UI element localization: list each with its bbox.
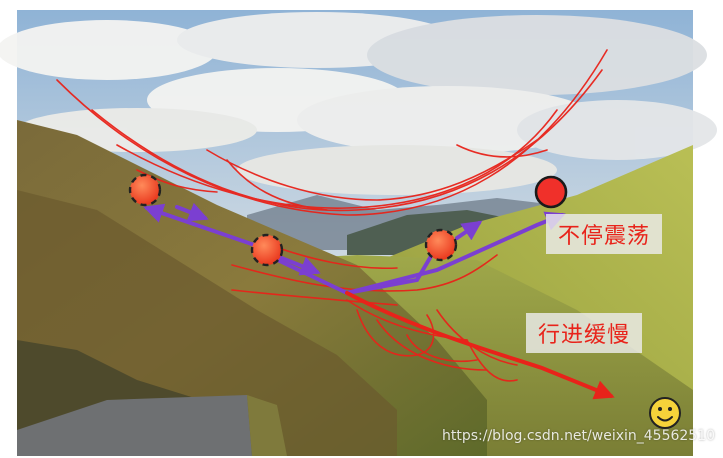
valley-image-frame: 不停震荡 行进缓慢 https://blog.csdn.net/weixin_4…: [0, 10, 717, 456]
road-verge: [247, 395, 287, 456]
contour-scribbles: [56, 49, 608, 382]
slow-progress-label: 行进缓慢: [526, 313, 643, 353]
road: [17, 395, 252, 456]
smiley-icon: [649, 397, 681, 429]
ball-positions: [128, 173, 568, 267]
watermark-text: https://blog.csdn.net/weixin_45562510: [442, 428, 716, 444]
ball-step-1: [128, 173, 162, 207]
oscillation-label: 不停震荡: [546, 214, 663, 254]
ball-step-3: [424, 228, 458, 262]
ball-current: [534, 175, 568, 209]
ball-step-2: [250, 233, 284, 267]
slow-progress-arrow: [345, 291, 615, 400]
